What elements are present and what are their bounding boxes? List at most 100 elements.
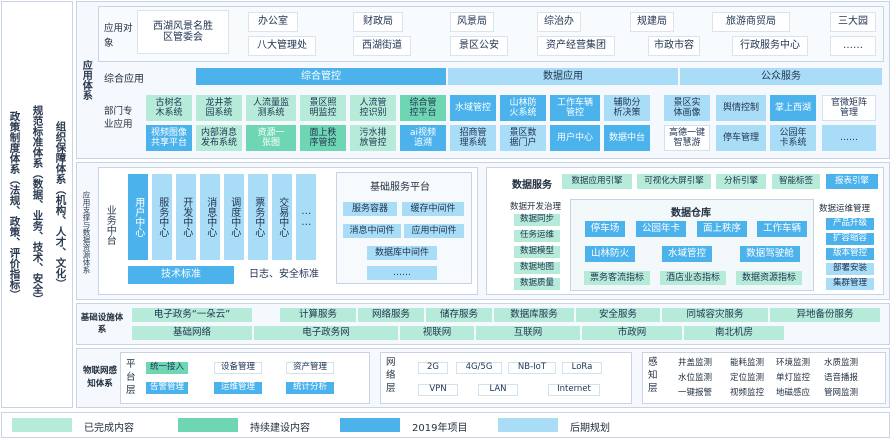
tech-standard[interactable]: 技术标准 — [128, 266, 234, 284]
biz-dev-center[interactable]: 开发中心 — [176, 174, 196, 260]
object-office[interactable]: 办公室 — [248, 12, 298, 32]
dev-data-sync[interactable]: 数据同步 — [514, 214, 560, 226]
dept-park-card[interactable]: 公园年卡系统 — [770, 125, 816, 151]
dept-longjing-tea[interactable]: 龙井茶园系统 — [196, 95, 242, 121]
dept-entity-portrait[interactable]: 景区实体画像 — [664, 95, 710, 121]
wh-hotel-metrics[interactable]: 酒店业态指标 — [660, 271, 726, 285]
infra-internet[interactable]: 互联网 — [476, 326, 580, 340]
ds-bigscreen-engine[interactable]: 可视化大屏引擎 — [637, 174, 711, 189]
infra-remote-backup[interactable]: 异地备份服务 — [770, 308, 880, 322]
net-2g[interactable]: 2G — [418, 362, 448, 374]
dept-order-control[interactable]: 面上秩序管控 — [300, 125, 346, 151]
wh-park-card[interactable]: 公园年卡 — [636, 221, 686, 237]
infra-network-service[interactable]: 网络服务 — [358, 308, 424, 322]
dev-data-map[interactable]: 数据地图 — [514, 262, 560, 274]
biz-dispatch-center[interactable]: 调度中心 — [224, 174, 244, 260]
dept-internal-message[interactable]: 内部消息发布系统 — [196, 125, 242, 151]
biz-service-center[interactable]: 服务中心 — [152, 174, 172, 260]
object-xihu-committee[interactable]: 西湖风景名胜区管委会 — [137, 10, 229, 54]
object-tourism[interactable]: 旅游商贸局 — [712, 12, 790, 32]
object-zongzhi[interactable]: 综治办 — [537, 12, 581, 32]
dept-work-vehicles[interactable]: 工作车辆管控 — [550, 95, 600, 121]
basic-cache-middleware[interactable]: 缓存中间件 — [402, 202, 464, 216]
object-admin-service[interactable]: 行政服务中心 — [732, 36, 808, 56]
wh-forest-fire[interactable]: 山林防火 — [585, 246, 635, 262]
infra-security[interactable]: 安全服务 — [576, 308, 660, 322]
iot-unified-access[interactable]: 统一接入 — [146, 362, 188, 374]
dept-lighting[interactable]: 景区照明监控 — [300, 95, 346, 121]
net-lan[interactable]: LAN — [478, 384, 518, 396]
biz-user-center[interactable]: 用户中心 — [128, 174, 148, 260]
dept-crowd-monitor[interactable]: 人流量监测系统 — [246, 95, 296, 121]
iot-device-mgmt[interactable]: 设备管理 — [214, 362, 262, 374]
dept-weibo-matrix[interactable]: 官微矩阵管理 — [822, 95, 876, 121]
dept-video-share[interactable]: 视频图像共享平台 — [146, 125, 192, 151]
biz-trade-center[interactable]: 交易中心 — [272, 174, 292, 260]
integrated-data-app[interactable]: 数据应用 — [448, 68, 678, 85]
wh-resource-metrics[interactable]: 数据资源指标 — [736, 271, 802, 285]
net-lora[interactable]: LoRa — [562, 362, 602, 374]
infra-datacenter[interactable]: 南北机房 — [684, 326, 784, 340]
wh-water-control[interactable]: 水域管控 — [662, 246, 712, 262]
dev-data-model[interactable]: 数据模型 — [514, 246, 560, 258]
dev-task-ops[interactable]: 任务运维 — [514, 230, 560, 242]
iot-alert-mgmt[interactable]: 告警管理 — [146, 382, 188, 394]
integrated-control[interactable]: 综合管控 — [196, 68, 446, 85]
biz-message-center[interactable]: 消息中心 — [200, 174, 220, 260]
infra-municipal-network[interactable]: 市政网 — [582, 326, 682, 340]
biz-ticket-center[interactable]: 票务中心 — [248, 174, 268, 260]
dept-resource-map[interactable]: 资源一张图 — [246, 125, 296, 151]
dept-decision-support[interactable]: 辅助分析决策 — [604, 95, 650, 121]
net-4g5g[interactable]: 4G/5G — [456, 362, 502, 374]
dept-sewage-control[interactable]: 污水排放管控 — [350, 125, 396, 151]
ops-deploy[interactable]: 部署安装 — [826, 263, 874, 275]
infra-egov-network[interactable]: 电子政务网 — [254, 326, 398, 340]
basic-service-container[interactable]: 服务容器 — [343, 202, 397, 216]
wh-order[interactable]: 面上秩序 — [697, 221, 747, 237]
basic-app-middleware[interactable]: 应用中间件 — [404, 224, 464, 238]
infra-cloud[interactable]: 电子政务“一朵云” — [132, 308, 252, 322]
dept-data-portal[interactable]: 景区数据门户 — [500, 125, 546, 151]
wh-data-cockpit[interactable]: 数据驾驶舱 — [740, 246, 800, 262]
net-vpn[interactable]: VPN — [418, 384, 458, 396]
ds-analysis-engine[interactable]: 分析引擎 — [716, 174, 766, 189]
dept-integrated-platform[interactable]: 综合管控平台 — [400, 95, 446, 121]
ops-scaling[interactable]: 扩容缩容 — [826, 233, 874, 245]
iot-ops-mgmt[interactable]: 运维管理 — [214, 382, 262, 394]
dept-water-control[interactable]: 水域管控 — [450, 95, 496, 121]
object-scenery[interactable]: 风景局 — [450, 12, 494, 32]
object-municipal[interactable]: 市政市容 — [648, 36, 700, 56]
infra-disaster-recovery[interactable]: 同城容灾服务 — [662, 308, 768, 322]
infra-video-network[interactable]: 视联网 — [400, 326, 474, 340]
net-nbiot[interactable]: NB-IoT — [508, 362, 556, 374]
infra-basic-network[interactable]: 基础网络 — [132, 326, 252, 340]
object-finance[interactable]: 财政局 — [353, 12, 403, 32]
object-xihu-street[interactable]: 西湖街道 — [353, 36, 411, 56]
dept-parking[interactable]: 停车管理 — [716, 125, 766, 151]
dept-data-platform[interactable]: 数据中台 — [604, 125, 650, 151]
object-planning[interactable]: 规建局 — [630, 12, 674, 32]
integrated-public-service[interactable]: 公众服务 — [680, 68, 882, 85]
dept-forest-fire[interactable]: 山林防火系统 — [500, 95, 546, 121]
ops-upgrade[interactable]: 产品升级 — [826, 218, 874, 230]
object-asset-group[interactable]: 资产经营集团 — [537, 36, 615, 56]
ops-cluster[interactable]: 集群管理 — [826, 278, 874, 290]
net-internet[interactable]: Internet — [548, 384, 600, 396]
dept-investment-system[interactable]: 招商管理系统 — [450, 125, 496, 151]
dept-palm-xihu[interactable]: 掌上西湖 — [770, 95, 816, 121]
basic-message-middleware[interactable]: 消息中间件 — [343, 224, 401, 238]
wh-ticket-metrics[interactable]: 票务客流指标 — [584, 271, 650, 285]
basic-db-middleware[interactable]: 数据库中间件 — [367, 246, 437, 260]
iot-stats[interactable]: 统计分析 — [286, 382, 334, 394]
infra-database[interactable]: 数据库服务 — [494, 308, 574, 322]
ops-version[interactable]: 版本管控 — [826, 248, 874, 260]
wh-parking[interactable]: 停车场 — [585, 221, 625, 237]
dept-user-center[interactable]: 用户中心 — [550, 125, 600, 151]
object-scenic-police[interactable]: 景区公安 — [450, 36, 508, 56]
dept-ai-video-trace[interactable]: ai视频追溯 — [400, 125, 446, 151]
dept-crowd-recognition[interactable]: 人流管控识别 — [350, 95, 396, 121]
infra-storage[interactable]: 储存服务 — [426, 308, 492, 322]
dept-ancient-trees[interactable]: 古树名木系统 — [146, 95, 192, 121]
infra-compute[interactable]: 计算服务 — [280, 308, 356, 322]
dept-gaode-tour[interactable]: 高德一键智慧游 — [664, 125, 710, 151]
